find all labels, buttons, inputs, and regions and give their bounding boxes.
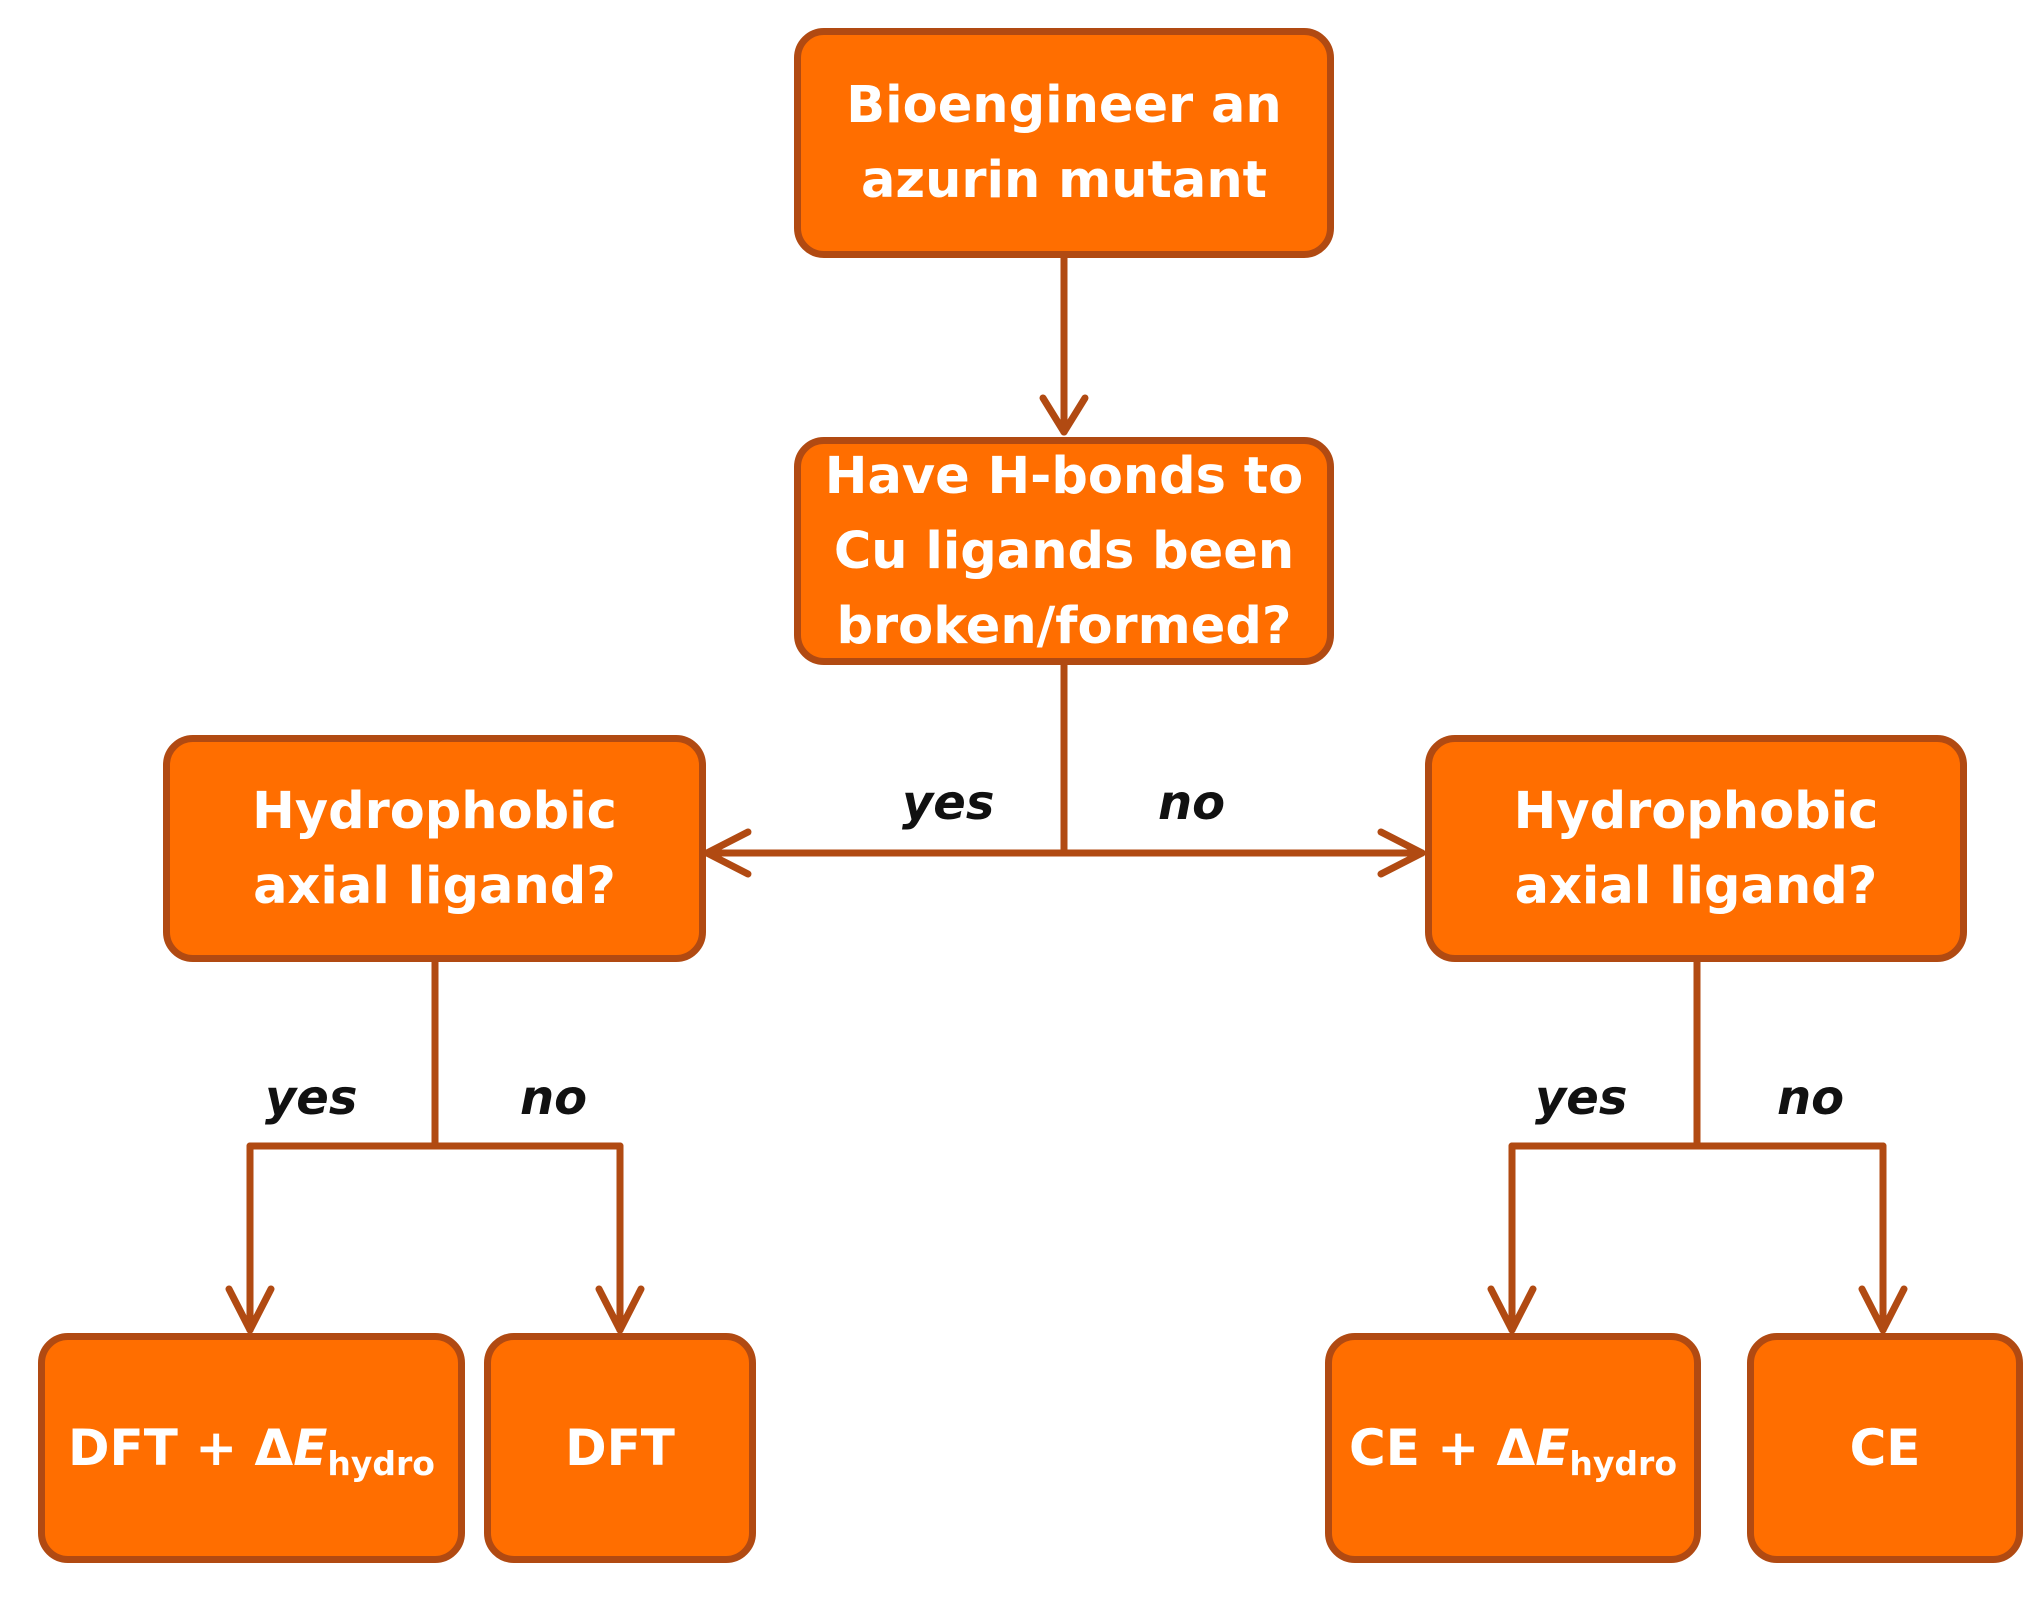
arrowhead-hbonds-icon — [1039, 394, 1089, 436]
edge-label-top-yes: yes — [902, 775, 995, 831]
result-ce-node: CE — [1747, 1333, 2023, 1563]
start-node: Bioengineer an azurin mutant — [794, 28, 1334, 258]
arrowhead-right-question-icon — [1377, 828, 1426, 878]
arrowhead-ce-icon — [1858, 1285, 1908, 1334]
result-ce-hydro-subscript: hydro — [1569, 1444, 1677, 1483]
edge-label-right-yes: yes — [1535, 1070, 1628, 1126]
result-ce-hydro-node: CE + ΔEhydro — [1325, 1333, 1701, 1563]
left-question-line-1: Hydrophobic — [252, 781, 617, 841]
edge-label-left-yes: yes — [265, 1070, 358, 1126]
result-dft-hydro-variable: E — [293, 1419, 328, 1477]
result-dft-hydro-prefix: DFT + Δ — [68, 1419, 294, 1477]
right-hydrophobic-question-node: Hydrophobic axial ligand? — [1425, 735, 1967, 962]
arrowhead-ce-hydro-icon — [1487, 1285, 1537, 1334]
result-ce-hydro-label: CE + ΔEhydro — [1349, 1418, 1677, 1480]
result-dft-label: DFT — [565, 1419, 675, 1477]
arrowhead-dft-icon — [595, 1285, 645, 1334]
result-dft-hydro-label: DFT + ΔEhydro — [68, 1418, 435, 1480]
result-dft-hydro-node: DFT + ΔEhydro — [38, 1333, 465, 1563]
hbonds-question-line-3: broken/formed? — [836, 596, 1292, 656]
result-ce-hydro-prefix: CE + Δ — [1349, 1419, 1536, 1477]
edge-label-top-no: no — [1158, 775, 1226, 831]
hbonds-question-line-2: Cu ligands been — [833, 521, 1295, 581]
result-dft-hydro-subscript: hydro — [327, 1444, 435, 1483]
start-node-line-2: azurin mutant — [860, 151, 1268, 210]
edge-label-right-no: no — [1777, 1070, 1845, 1126]
left-question-line-2: axial ligand? — [253, 856, 616, 916]
hbonds-question-node: Have H-bonds to Cu ligands been broken/f… — [794, 437, 1334, 665]
arrowhead-dft-hydro-icon — [225, 1285, 275, 1334]
left-hydrophobic-question-node: Hydrophobic axial ligand? — [163, 735, 706, 962]
result-dft-node: DFT — [484, 1333, 756, 1563]
right-question-line-1: Hydrophobic — [1513, 781, 1879, 841]
right-question-line-2: axial ligand? — [1514, 856, 1878, 916]
arrowhead-left-question-icon — [703, 828, 752, 878]
start-node-line-1: Bioengineer an — [846, 76, 1282, 135]
edge-label-left-no: no — [520, 1070, 588, 1126]
result-ce-label: CE — [1849, 1419, 1921, 1477]
result-ce-hydro-variable: E — [1535, 1419, 1570, 1477]
hbonds-question-line-1: Have H-bonds to — [824, 446, 1304, 506]
